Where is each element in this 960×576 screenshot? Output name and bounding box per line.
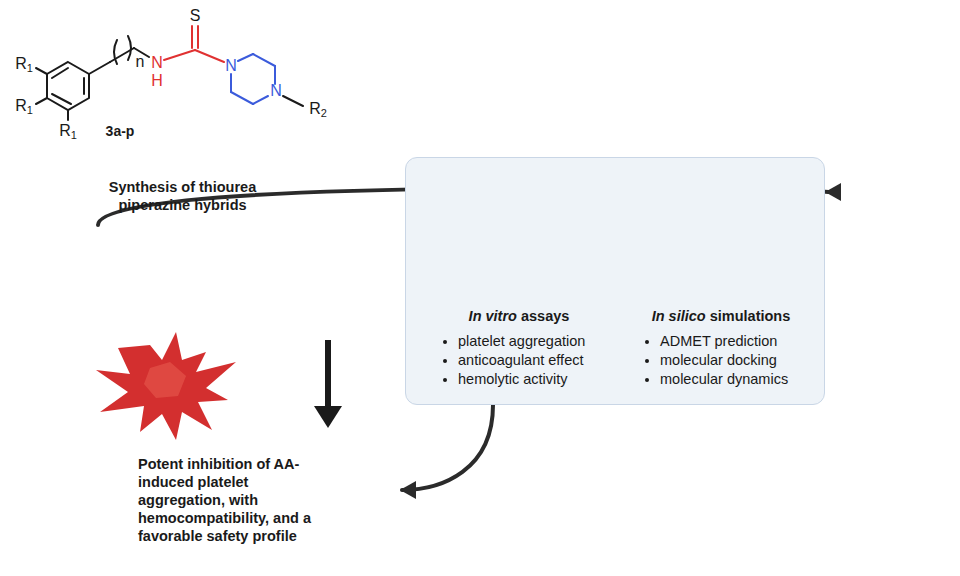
- result-text-block: Potent inhibition of AA-induced platelet…: [138, 455, 400, 545]
- atom-label: S: [190, 7, 201, 25]
- substituent-label: R2: [309, 100, 327, 118]
- bullet-item: anticoagulant effect: [458, 351, 614, 370]
- atom-label: N: [225, 57, 237, 75]
- atom-label: H: [151, 72, 163, 90]
- down-arrow: [314, 340, 342, 428]
- substituent-label: R1: [15, 55, 33, 73]
- thiourea-bonds: [164, 26, 224, 62]
- bullet-item: hemolytic activity: [458, 370, 614, 389]
- assay-panel: In vitro assays platelet aggregationantic…: [405, 157, 825, 405]
- atom-label: N: [151, 54, 163, 72]
- substituent-label: R1: [59, 122, 77, 140]
- repeat-index: n: [136, 53, 145, 71]
- result-text: Potent inhibition of AA-induced platelet…: [138, 455, 323, 545]
- bullet-item: molecular docking: [660, 351, 816, 370]
- bullet-item: molecular dynamics: [660, 370, 816, 389]
- platelet-highlight: [144, 362, 186, 398]
- column-title: In silico simulations: [626, 308, 816, 324]
- bullet-item: platelet aggregation: [458, 332, 614, 351]
- flow-arrow: [402, 405, 493, 490]
- piperazine-ring: [231, 54, 275, 104]
- atom-label: N: [270, 82, 282, 100]
- bullet-list: ADMET predictionmolecular dockingmolecul…: [626, 332, 816, 389]
- column-title: In vitro assays: [424, 308, 614, 324]
- section-caption: Synthesis of thiourea piperazine hybrids: [75, 178, 290, 214]
- bullet-list: platelet aggregationanticoagulant effect…: [424, 332, 614, 389]
- panel-column: In silico simulationsADMET predictionmol…: [626, 308, 816, 389]
- substituent-label: R1: [15, 97, 33, 115]
- synthesis-block: Synthesis of thiourea piperazine hybrids: [10, 0, 415, 225]
- r2-bond: [283, 96, 303, 106]
- platelet-illustration: [96, 332, 236, 440]
- bullet-item: ADMET prediction: [660, 332, 816, 351]
- compound-number: 3a-p: [106, 122, 135, 140]
- benzene-ring: [36, 36, 149, 120]
- panel-column: In vitro assays platelet aggregationantic…: [424, 308, 614, 389]
